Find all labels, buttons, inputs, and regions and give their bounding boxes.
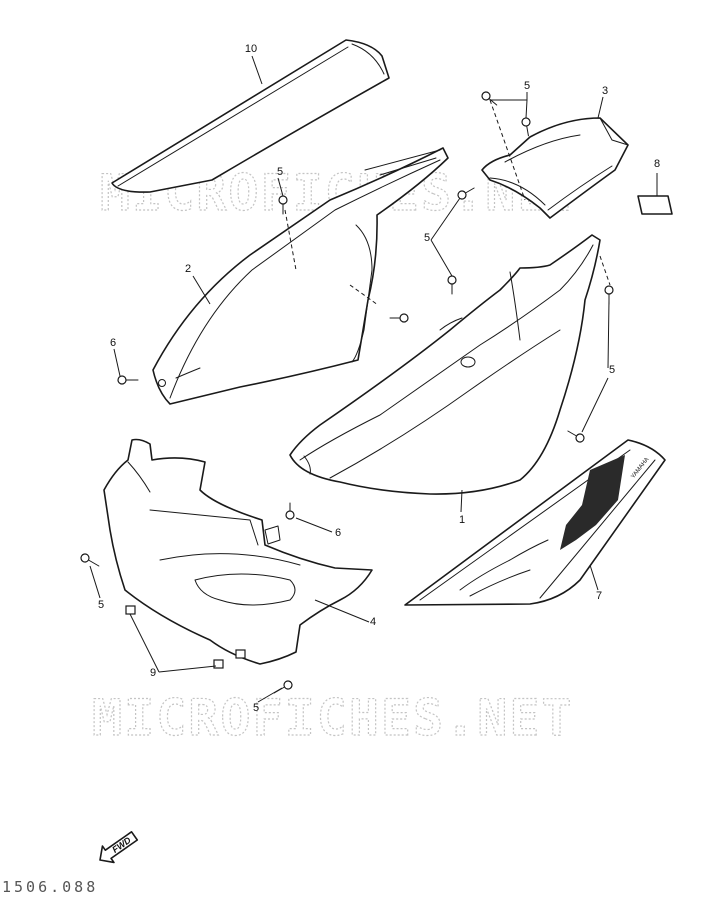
callout-8: 8: [654, 158, 660, 170]
callout-1: 1: [459, 514, 465, 526]
callout-5a: 5: [524, 80, 530, 92]
callout-9: 9: [150, 667, 156, 679]
callout-2: 2: [185, 263, 191, 275]
callout-5c: 5: [424, 232, 430, 244]
forward-arrow-icon: FWD: [99, 831, 139, 864]
reference-code: 1506.088: [2, 878, 98, 896]
part-10-seat-strip: [111, 39, 390, 193]
part-1-side-cover-right: [289, 234, 601, 495]
callout-3: 3: [602, 85, 608, 97]
leader-lines: [89, 55, 658, 703]
callout-5e: 5: [98, 599, 104, 611]
callout-7: 7: [596, 590, 602, 602]
callout-4: 4: [370, 616, 376, 628]
part-8-decal-small: [637, 195, 673, 215]
watermark-bottom: MICROFICHES.NET: [92, 689, 574, 747]
callout-6b: 6: [335, 527, 341, 539]
part-3-rear-cover: [481, 117, 629, 219]
part-2-side-cover-left: [152, 147, 449, 405]
part-7-decal-large: YAMAHA: [404, 439, 666, 606]
callout-10: 10: [245, 43, 257, 55]
callout-labels: 10 5 3 8 5 2 5 6 5 1 6 7 5 4 9 5: [98, 43, 660, 714]
callout-5b: 5: [277, 166, 283, 178]
part-4-lower-panel: [103, 438, 373, 665]
callout-5f: 5: [253, 702, 259, 714]
callout-5d: 5: [609, 364, 615, 376]
clip-group: [125, 605, 246, 669]
assembly-lines: [284, 99, 611, 306]
callout-6a: 6: [110, 337, 116, 349]
